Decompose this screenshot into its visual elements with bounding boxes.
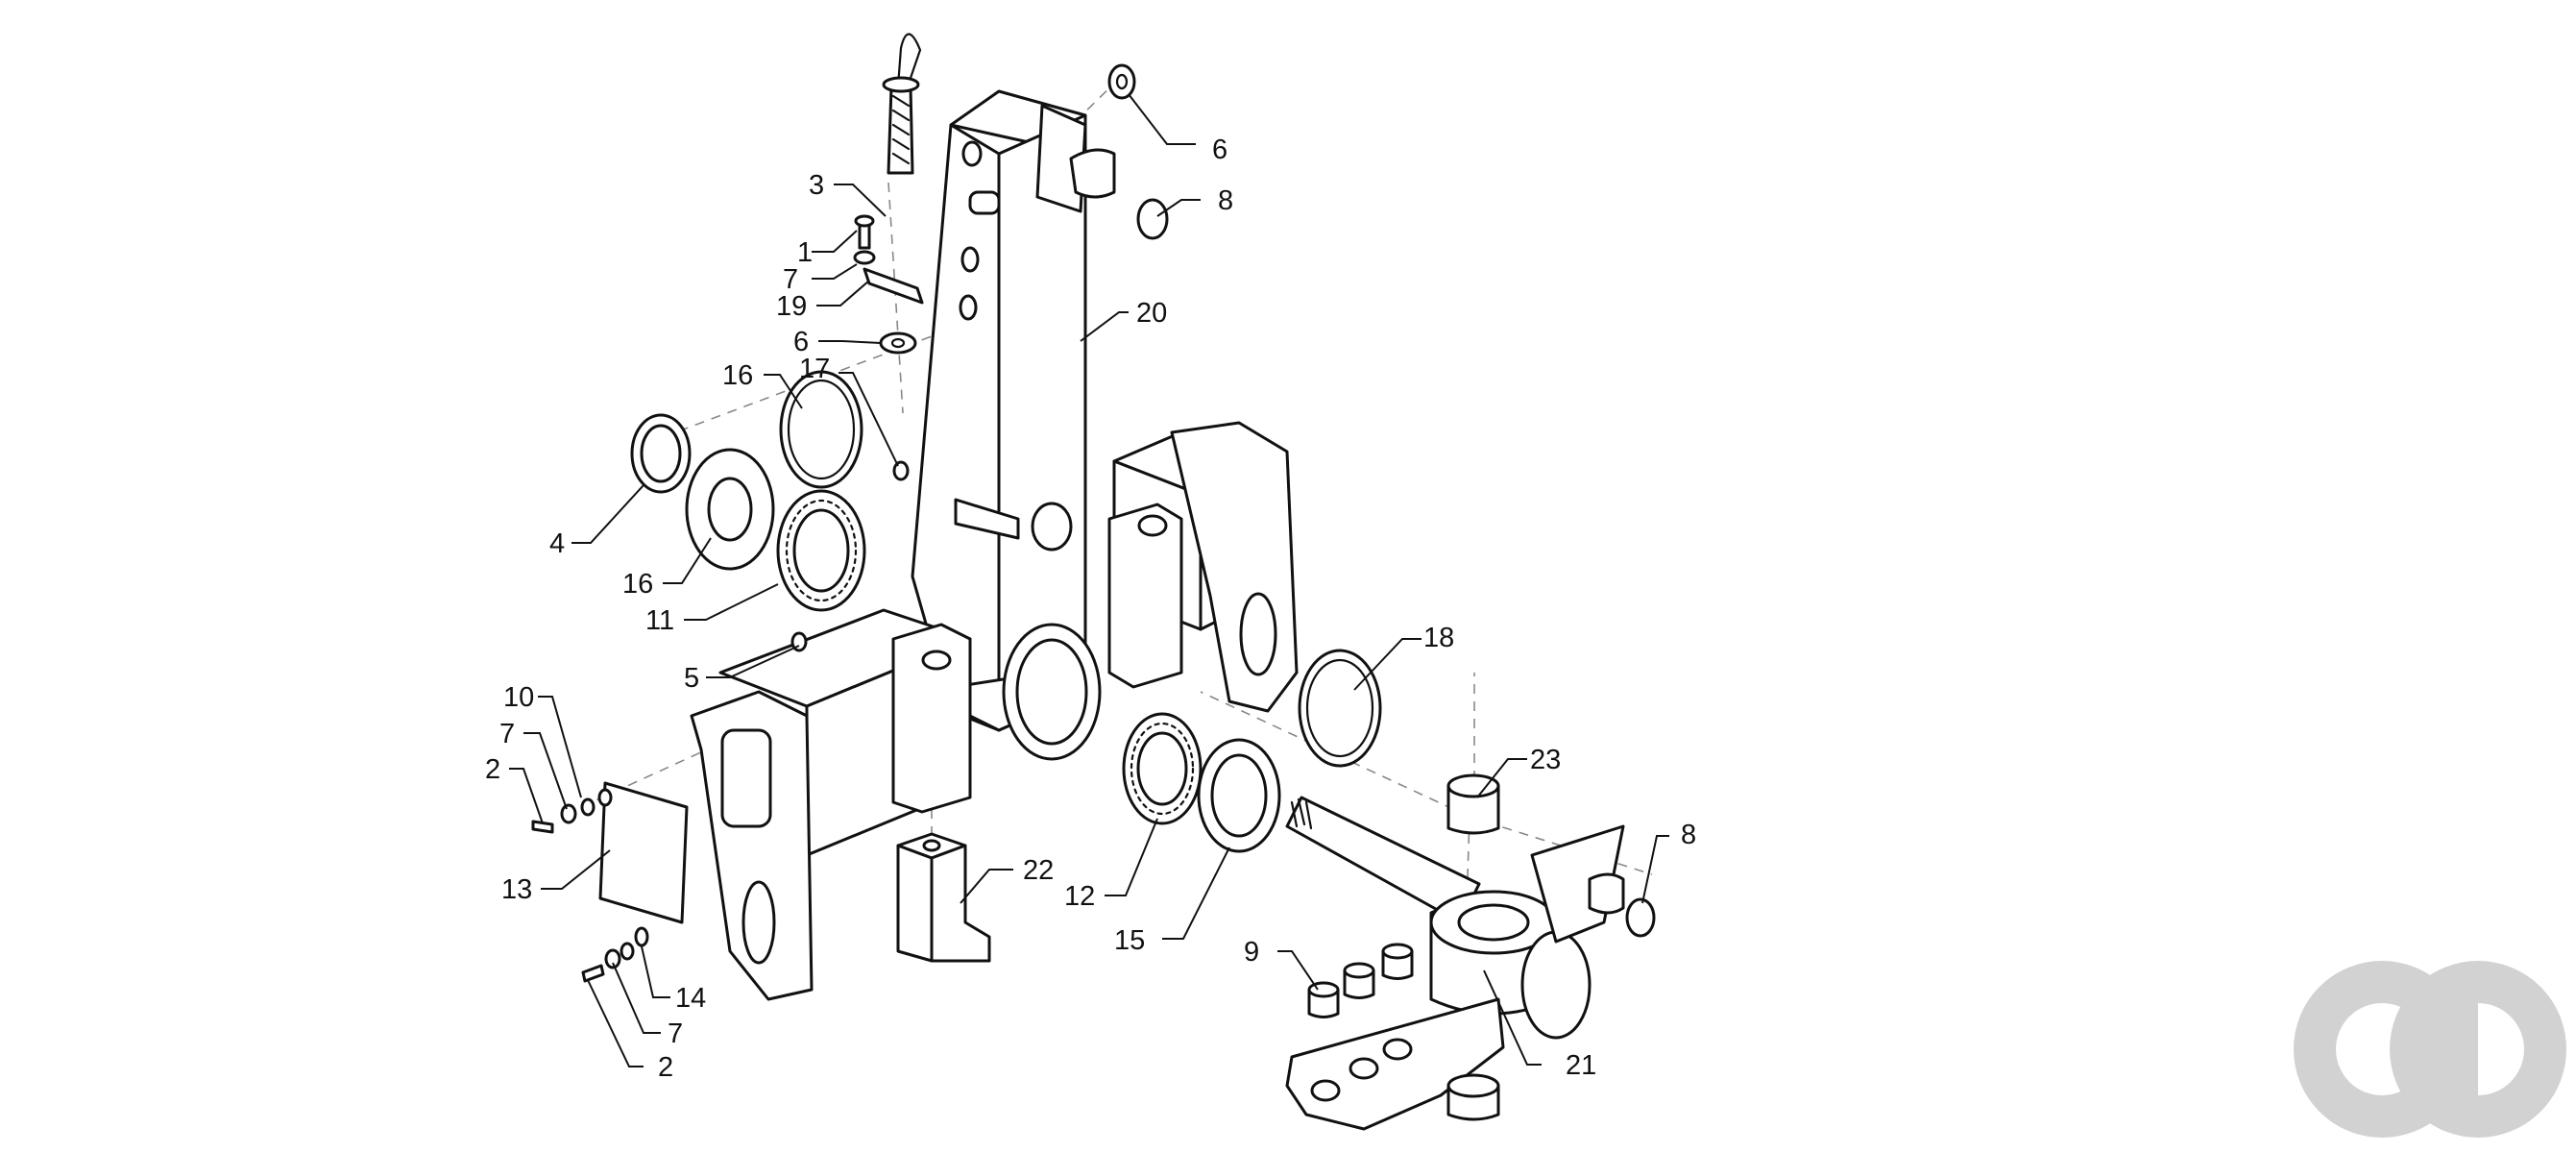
- label-7-top: 7: [783, 264, 798, 295]
- label-2-bottom: 2: [658, 1052, 673, 1083]
- part-16-ring-outer: [779, 370, 863, 489]
- label-18: 18: [1423, 623, 1454, 653]
- label-13: 13: [501, 874, 532, 905]
- label-17: 17: [799, 354, 830, 384]
- part-18-ring: [1298, 649, 1382, 768]
- label-6-top: 6: [1212, 135, 1227, 165]
- part-19-clamp: [863, 267, 924, 305]
- label-9: 9: [1244, 937, 1259, 968]
- label-23: 23: [1530, 745, 1561, 775]
- fasteners: [531, 33, 924, 983]
- label-21: 21: [1566, 1050, 1596, 1081]
- label-22: 22: [1023, 855, 1054, 886]
- label-20: 20: [1136, 298, 1167, 329]
- part-8-circlip-top: [1136, 198, 1169, 240]
- part-21-knuckle: [1285, 796, 1625, 1131]
- label-11: 11: [645, 605, 674, 636]
- label-6-mid: 6: [793, 327, 809, 357]
- label-8-right: 8: [1681, 820, 1696, 850]
- label-10: 10: [503, 682, 534, 713]
- label-16-bottom: 16: [622, 569, 653, 600]
- label-1: 1: [797, 237, 813, 268]
- ao-logo-icon: [2294, 961, 2566, 1138]
- label-15: 15: [1114, 925, 1145, 956]
- label-2-top: 2: [485, 754, 500, 785]
- label-3: 3: [809, 170, 824, 201]
- part-labels: 6 8 3 1 7 19 6 20 16 17 4 16 11 5 18 10 …: [485, 135, 1696, 1083]
- part-left-housing: [690, 608, 972, 1001]
- label-14: 14: [675, 983, 706, 1014]
- label-16-top: 16: [722, 360, 753, 391]
- part-13-cover-plate: [598, 781, 689, 924]
- part-6-washer: [879, 331, 917, 355]
- label-7-left: 7: [499, 719, 515, 749]
- leader-lines: [509, 93, 1669, 1067]
- label-19: 19: [776, 291, 807, 322]
- rings-and-bearings: [630, 63, 1656, 938]
- part-8-circlip-right: [1625, 897, 1656, 938]
- part-22-block: [896, 832, 991, 963]
- label-12: 12: [1064, 881, 1095, 912]
- part-right-housing: [1107, 421, 1299, 713]
- label-4: 4: [549, 528, 565, 559]
- label-7-bottom: 7: [668, 1018, 683, 1049]
- bushings: [1307, 773, 1500, 1121]
- label-5: 5: [684, 663, 699, 694]
- part-6-washer-top: [1107, 63, 1136, 100]
- label-8-top: 8: [1218, 185, 1233, 216]
